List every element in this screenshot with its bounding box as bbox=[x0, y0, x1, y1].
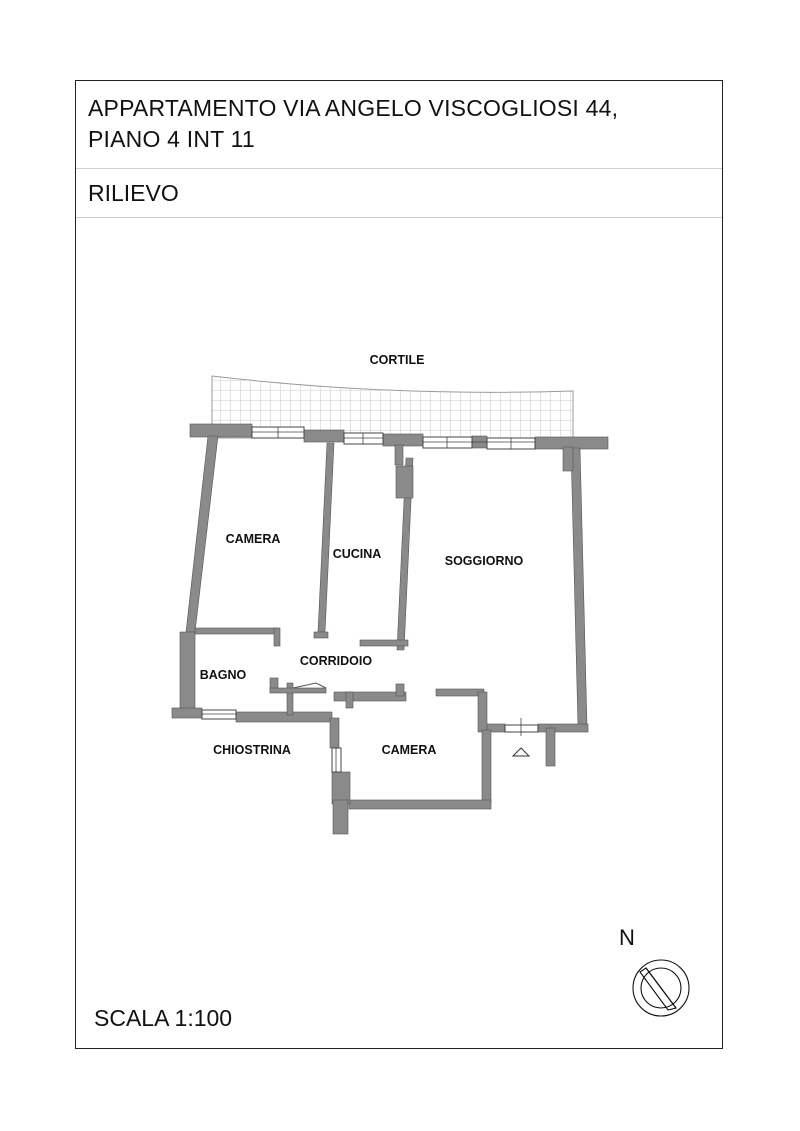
room-label-corridoio: CORRIDOIO bbox=[300, 654, 373, 668]
compass-icon bbox=[632, 959, 690, 1017]
room-label-cortile: CORTILE bbox=[370, 353, 425, 367]
drawing-frame: APPARTAMENTO VIA ANGELO VISCOGLIOSI 44, … bbox=[75, 80, 723, 1049]
title-block: APPARTAMENTO VIA ANGELO VISCOGLIOSI 44, … bbox=[76, 81, 722, 169]
scale-label: SCALA 1:100 bbox=[94, 1005, 233, 1031]
subtitle-block: RILIEVO bbox=[76, 169, 722, 218]
room-label-bagno: BAGNO bbox=[200, 668, 247, 682]
room-label-camera: CAMERA bbox=[226, 532, 281, 546]
room-label-chiostrina: CHIOSTRINA bbox=[213, 743, 291, 757]
door-swing bbox=[292, 682, 327, 689]
page-title: APPARTAMENTO VIA ANGELO VISCOGLIOSI 44, bbox=[88, 95, 619, 121]
room-label-soggiorno: SOGGIORNO bbox=[445, 554, 524, 568]
room-label-camera-2: CAMERA bbox=[382, 743, 437, 757]
room-label-cucina: CUCINA bbox=[333, 547, 382, 561]
drawing-type: RILIEVO bbox=[88, 180, 179, 206]
terrace-paving bbox=[211, 375, 574, 439]
window-mullions bbox=[202, 427, 535, 772]
north-label: N bbox=[619, 925, 635, 950]
walls bbox=[171, 423, 609, 835]
entrance-marker-icon bbox=[511, 747, 531, 757]
page-title-line-2: PIANO 4 INT 11 bbox=[88, 126, 255, 152]
